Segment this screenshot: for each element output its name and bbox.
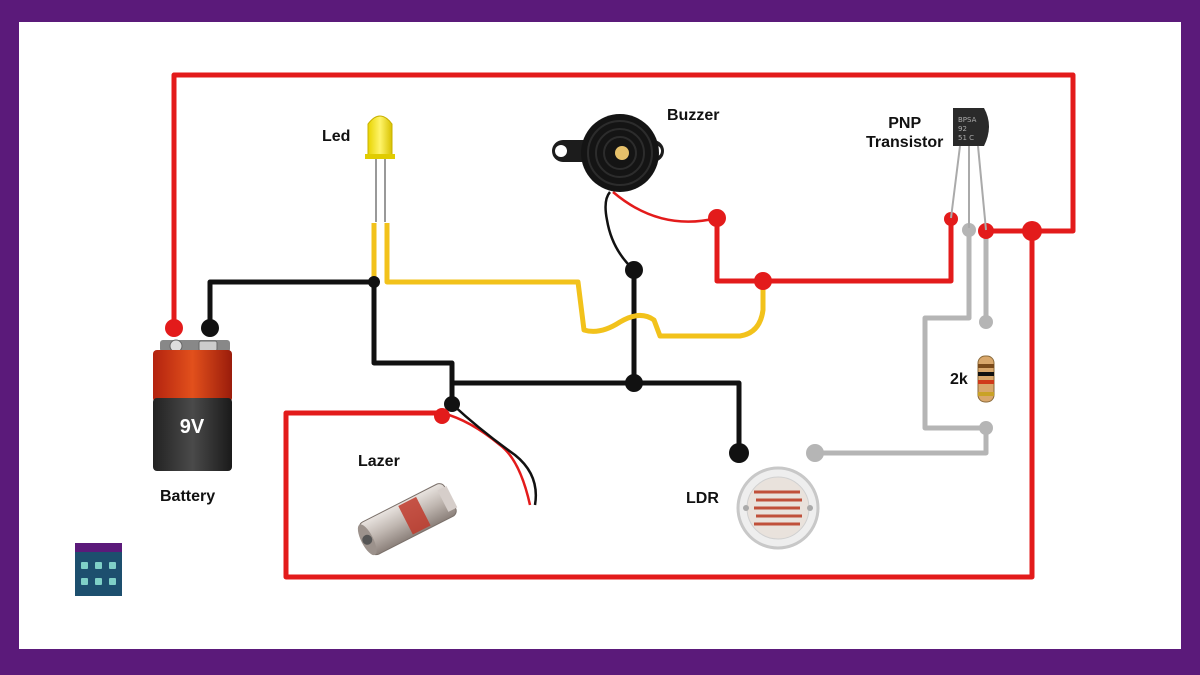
resistor-label: 2k xyxy=(950,371,968,388)
transistor-label-line2: Transistor xyxy=(866,134,944,151)
ldr-label: LDR xyxy=(686,490,719,507)
battery-label: Battery xyxy=(160,488,216,505)
junction-dots xyxy=(165,209,1042,463)
resistor-icon xyxy=(977,355,995,403)
laser-label: Lazer xyxy=(358,453,400,470)
led-label: Led xyxy=(322,128,351,145)
led-icon xyxy=(365,115,395,222)
pnp-transistor-icon: BPSA 92 51 C xyxy=(950,108,989,231)
channel-logo-icon xyxy=(75,543,122,596)
svg-text:92: 92 xyxy=(958,125,967,133)
laser-module-icon xyxy=(357,483,458,556)
wire-negative xyxy=(207,191,742,506)
buzzer-icon xyxy=(552,114,664,192)
wire-signal xyxy=(815,230,989,456)
transistor-label: PNP Transistor xyxy=(866,114,943,152)
ldr-icon xyxy=(736,466,820,550)
wire-led xyxy=(371,223,766,339)
svg-text:51 C: 51 C xyxy=(958,134,974,142)
transistor-label-line1: PNP xyxy=(888,115,922,132)
battery-icon xyxy=(153,339,232,471)
svg-text:BPSA: BPSA xyxy=(958,116,977,124)
battery-voltage-label: 9V xyxy=(179,416,205,438)
buzzer-label: Buzzer xyxy=(667,107,720,124)
